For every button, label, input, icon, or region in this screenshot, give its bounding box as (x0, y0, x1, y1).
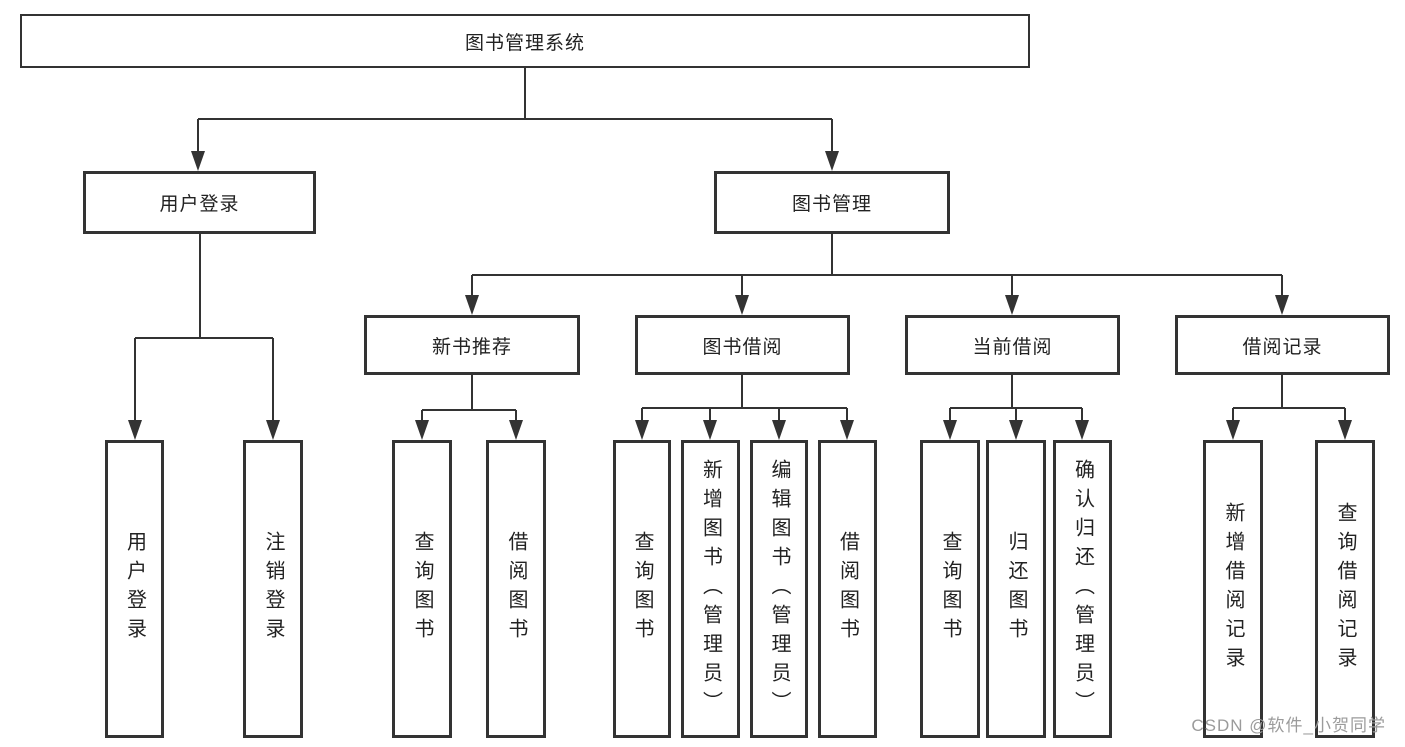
node-label: 查询图书 (631, 531, 653, 647)
node-library-management-system: 图书管理系统 (20, 14, 1030, 68)
node-label: 查询借阅记录 (1334, 502, 1356, 676)
node-label: 新增借阅记录 (1222, 502, 1244, 676)
node-label: 用户登录 (159, 194, 240, 215)
node-label: 注销登录 (262, 531, 284, 647)
leaf-query-borrow-record: 查询借阅记录 (1315, 440, 1375, 738)
node-label: 编辑图书（管理员） (768, 458, 790, 720)
leaf-add-borrow-record: 新增借阅记录 (1203, 440, 1263, 738)
leaf-user-login: 用户登录 (105, 440, 164, 738)
node-book-borrow: 图书借阅 (635, 315, 850, 375)
node-current-borrow: 当前借阅 (905, 315, 1120, 375)
node-user-login: 用户登录 (83, 171, 316, 234)
node-label: 图书借阅 (702, 336, 783, 358)
node-label: 当前借阅 (972, 336, 1053, 358)
node-label: 借阅图书 (505, 531, 527, 647)
leaf-add-book-admin: 新增图书（管理员） (681, 440, 740, 738)
leaf-return-books: 归还图书 (986, 440, 1046, 738)
leaf-borrow-books-recommend: 借阅图书 (486, 440, 546, 738)
leaf-borrow-books: 借阅图书 (818, 440, 877, 738)
leaf-edit-book-admin: 编辑图书（管理员） (750, 440, 808, 738)
node-label: 图书管理 (791, 194, 872, 215)
node-label: 新书推荐 (431, 336, 512, 358)
node-label: 确认归还（管理员） (1071, 458, 1094, 720)
node-label: 归还图书 (1005, 531, 1027, 647)
node-label: 借阅记录 (1242, 336, 1323, 358)
leaf-query-books-borrow: 查询图书 (613, 440, 671, 738)
arrowhead-icons (128, 151, 1352, 440)
node-label: 查询图书 (411, 531, 433, 647)
node-book-management: 图书管理 (714, 171, 950, 234)
node-label: 借阅图书 (836, 531, 859, 647)
leaf-confirm-return-admin: 确认归还（管理员） (1053, 440, 1112, 738)
node-new-book-recommend: 新书推荐 (364, 315, 580, 375)
leaf-query-books-current: 查询图书 (920, 440, 980, 738)
watermark-text: CSDN @软件_小贺同学 (1191, 716, 1386, 735)
node-label: 图书管理系统 (464, 32, 585, 54)
leaf-query-books-recommend: 查询图书 (392, 440, 452, 738)
node-borrow-records: 借阅记录 (1175, 315, 1390, 375)
node-label: 用户登录 (123, 531, 146, 647)
node-label: 新增图书（管理员） (699, 458, 722, 720)
node-label: 查询图书 (939, 531, 961, 647)
leaf-logout: 注销登录 (243, 440, 303, 738)
